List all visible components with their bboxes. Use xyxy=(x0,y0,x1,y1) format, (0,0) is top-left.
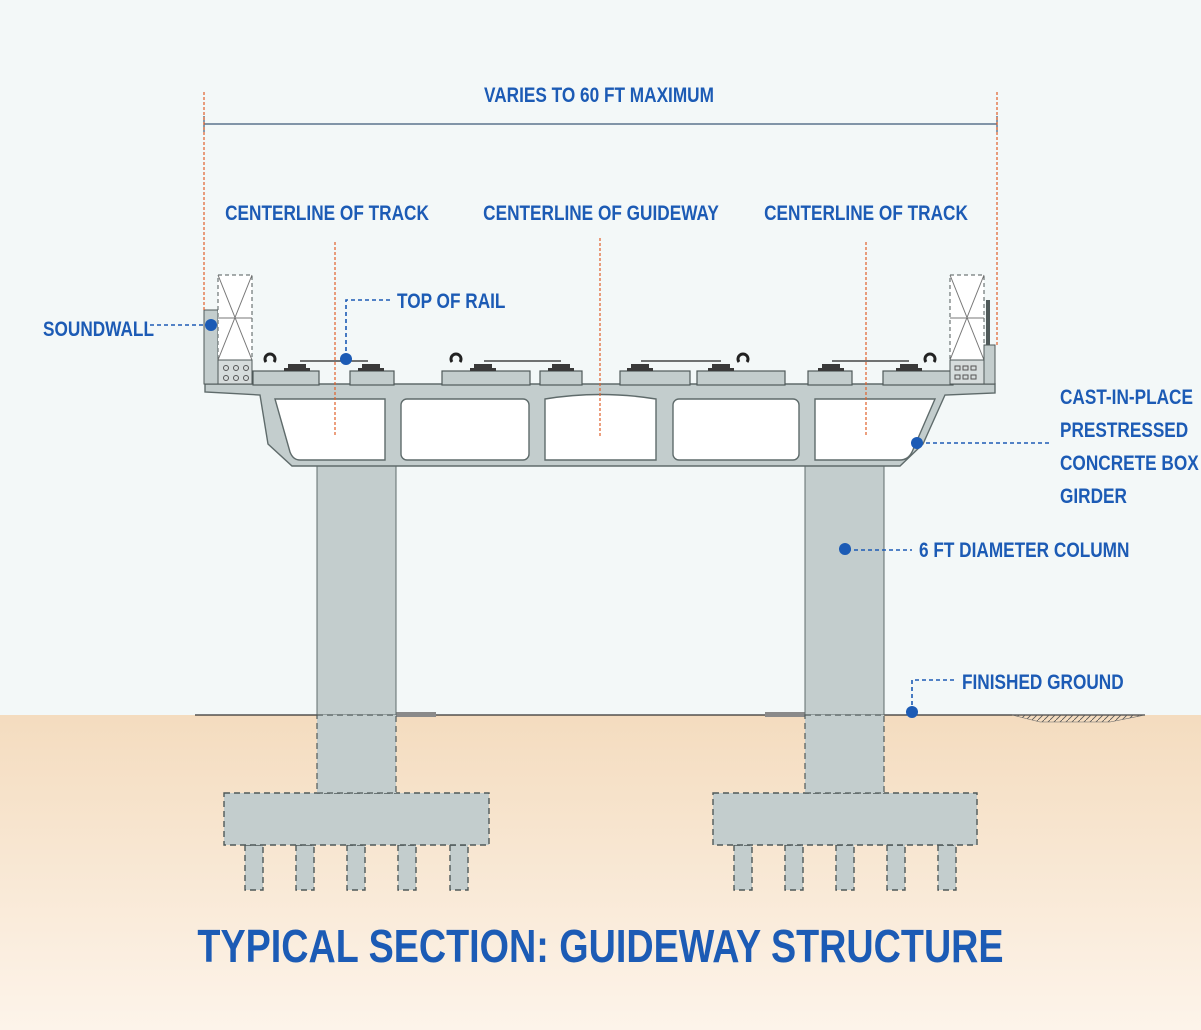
left-foundation xyxy=(223,792,490,891)
top-of-rail-label: TOP OF RAIL xyxy=(397,290,506,313)
girder-label-line-2: PRESTRESSED xyxy=(1060,419,1189,442)
ground-plate-left xyxy=(396,712,436,717)
guideway-centerline-label: CENTERLINE OF GUIDEWAY xyxy=(483,202,719,225)
left-column xyxy=(316,465,397,716)
track-left-centerline-label: CENTERLINE OF TRACK xyxy=(225,202,429,225)
girder-label-line-1: CAST-IN-PLACE xyxy=(1060,386,1193,409)
rail-fasteners xyxy=(284,364,922,371)
ground-plate-right xyxy=(765,712,805,717)
right-column-below-grade xyxy=(804,714,885,794)
girder-label-line-4: GIRDER xyxy=(1060,485,1127,508)
diagram-title: TYPICAL SECTION: GUIDEWAY STRUCTURE xyxy=(197,920,1004,972)
right-soundwall xyxy=(949,274,996,385)
column-label: 6 FT DIAMETER COLUMN xyxy=(919,539,1130,562)
width-label: VARIES TO 60 FT MAXIMUM xyxy=(484,84,714,107)
finished-ground-label: FINISHED GROUND xyxy=(962,671,1124,694)
left-column-below-grade xyxy=(316,714,397,794)
soil xyxy=(0,715,1201,1030)
track-plinths xyxy=(252,370,954,386)
girder-label-line-3: CONCRETE BOX xyxy=(1060,452,1199,475)
rail-clips xyxy=(263,352,937,363)
leader-dots xyxy=(205,319,923,718)
centerlines xyxy=(203,92,998,436)
soundwall-label: SOUNDWALL xyxy=(43,318,154,341)
width-dimension xyxy=(203,116,998,132)
leader-lines xyxy=(150,299,1050,712)
ground-hatch xyxy=(1011,714,1146,723)
girder-label: CAST-IN-PLACE PRESTRESSED CONCRETE BOX G… xyxy=(1060,381,1201,513)
right-column xyxy=(804,465,885,716)
track-right-centerline-label: CENTERLINE OF TRACK xyxy=(764,202,968,225)
